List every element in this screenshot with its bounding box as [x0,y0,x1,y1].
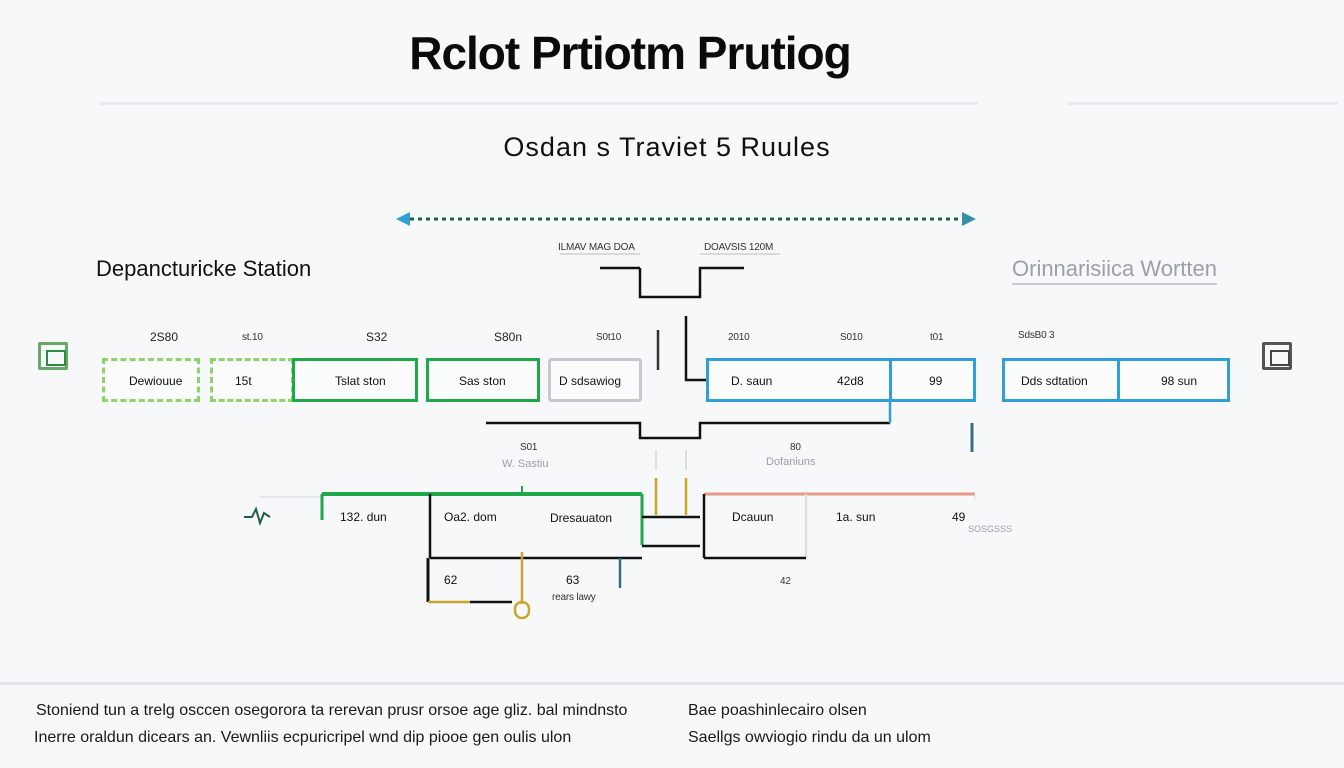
row1-box-label: Sas ston [459,374,506,388]
station-right-icon[interactable] [1262,342,1292,370]
footer-right-line1: Bae poashinlecairo olsen [688,702,867,719]
row1-number-7: S010 [840,332,863,343]
row1-number-4: S80n [494,330,523,344]
diagram-subtitle: Osdan s Traviet 5 Ruules [503,132,831,162]
row1-box-destination[interactable]: Dds sdtation 98 sun [1002,358,1230,402]
arrow-right-icon [962,212,976,226]
signal-icon [244,506,271,527]
row1-box-terminal-station[interactable]: Tslat ston [292,358,418,402]
row2-cell-2[interactable]: Oa2. dom [444,510,497,524]
row1-box-blue-main[interactable]: D. saun 42d8 99 [706,358,976,402]
title-divider-right [1068,102,1338,105]
title-divider-left [100,102,978,105]
middle-bracket-connector [486,421,890,440]
timeline-label-right: DOAVSIS 120M [704,242,774,253]
row1-box-gray[interactable]: D sdsawiog [548,358,642,402]
row1-box-value: 42d8 [837,374,864,388]
arrival-station-label: Orinnarisiica Wortten [1012,256,1217,285]
row2-cell-5[interactable]: 1a. sun [836,510,876,524]
row3-left-number: 62 [444,573,458,587]
row2-side-caption: SOSGSSS [968,524,1013,534]
row1-number-6: 2010 [728,332,750,343]
row3-center-caption: rears lawy [552,592,596,603]
footer-divider [0,682,1344,685]
row1-box-value: 98 sun [1161,374,1198,388]
row3-center-number: 63 [566,573,580,587]
middle-left-number: S01 [520,442,538,453]
row1-box-label: D sdsawiog [559,374,622,388]
row1-number-2: st.10 [242,332,263,343]
row1-number-8: t01 [930,332,944,343]
footer-left-line2: Inerre oraldun dicears an. Vewnliis ecpu… [34,729,572,746]
top-bracket-connector [638,266,744,299]
row1-number-3: S32 [366,330,388,344]
row1-box-departure[interactable]: Dewiouue [102,358,200,402]
middle-right-caption: Dofaniuns [766,456,816,468]
row1-box-label: Dewiouue [129,374,183,388]
station-left-icon[interactable] [38,342,68,370]
row1-box-value: 99 [929,374,943,388]
row1-number-5: S0t10 [596,332,622,343]
row1-box-second[interactable]: 15t [210,358,294,402]
page-title: Rclot Prtiotm Prutiog [409,27,852,79]
row1-box-sas-station[interactable]: Sas ston [426,358,540,402]
row1-box-label: D. saun [731,374,773,388]
row2-cell-4[interactable]: Dcauun [732,510,774,524]
row2-cell-1[interactable]: 132. dun [340,510,387,524]
footer-right-line2: Saellgs owviogio rindu da un ulom [688,729,931,746]
row2-cell-6[interactable]: 49 [952,510,966,524]
departure-station-label: Depancturicke Station [96,256,312,281]
timeline-label-left: ILMAV MAG DOA [558,242,635,253]
arrow-left-icon [396,212,410,226]
row2-cell-3[interactable]: Dresauaton [550,511,613,525]
footer-left-line1: Stoniend tun a trelg osccen osegorora ta… [36,702,628,719]
row1-box-label: Dds sdtation [1021,374,1088,388]
pin-icon [513,600,531,620]
row1-box-label: 15t [235,374,252,388]
row1-number-9: SdsB0 3 [1018,330,1055,341]
row1-number-1: 2S80 [150,330,179,344]
row3-right-number: 42 [780,576,791,587]
middle-left-caption: W. Sastiu [502,458,549,470]
row1-box-label: Tslat ston [335,374,386,388]
middle-right-number: 80 [790,442,801,453]
